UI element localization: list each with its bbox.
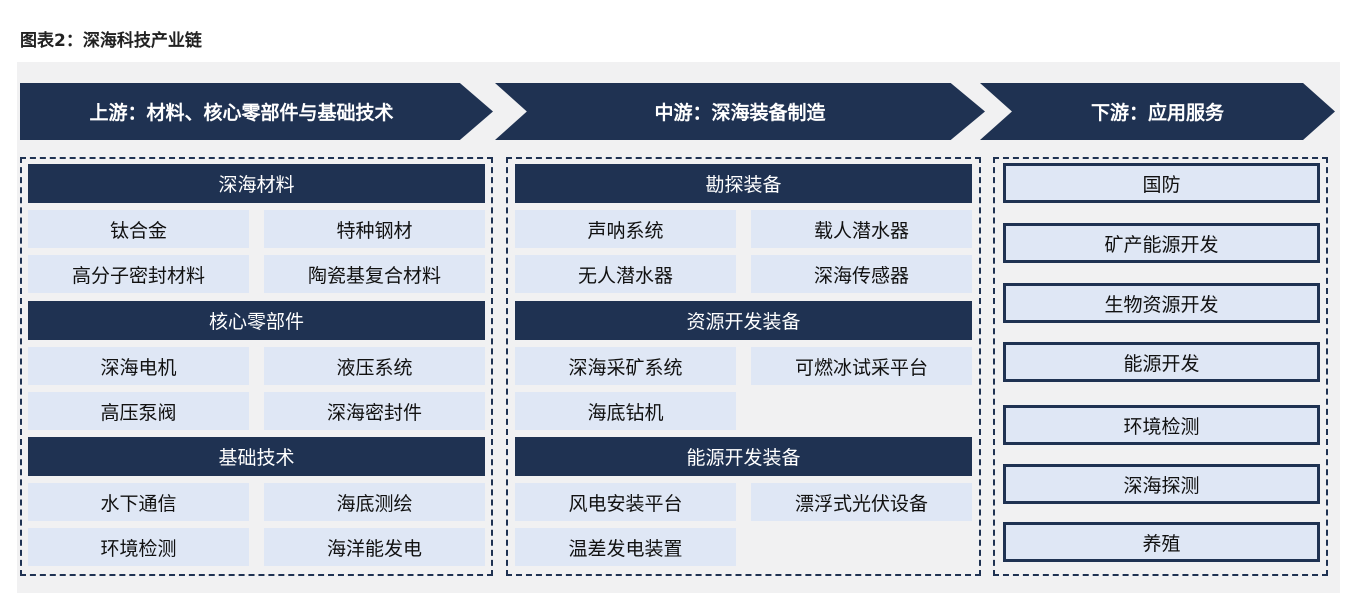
downstream-item: 环境检测: [1003, 405, 1320, 445]
midstream-item: 载人潜水器: [751, 210, 972, 248]
midstream-item: 深海传感器: [751, 255, 972, 293]
upstream-item: 海底测绘: [264, 483, 485, 521]
midstream-item: 无人潜水器: [515, 255, 736, 293]
upstream-item: 陶瓷基复合材料: [264, 255, 485, 293]
midstream-item: 声呐系统: [515, 210, 736, 248]
downstream-group: [993, 157, 1328, 576]
upstream-item: 高分子密封材料: [28, 255, 249, 293]
midstream-item: 深海采矿系统: [515, 347, 736, 385]
upstream-section-header: 深海材料: [28, 164, 485, 203]
downstream-item: 养殖: [1003, 522, 1320, 562]
midstream-item: 海底钻机: [515, 392, 736, 430]
downstream-item: 生物资源开发: [1003, 283, 1320, 323]
upstream-item: 环境检测: [28, 528, 249, 566]
upstream-group: [20, 157, 493, 576]
midstream-item: 漂浮式光伏设备: [751, 483, 972, 521]
upstream-section-header: 基础技术: [28, 437, 485, 476]
midstream-section-header: 勘探装备: [515, 164, 972, 203]
stage-arrow-upstream: 上游：材料、核心零部件与基础技术: [20, 83, 493, 140]
midstream-item: 可燃冰试采平台: [751, 347, 972, 385]
downstream-item: 矿产能源开发: [1003, 223, 1320, 263]
upstream-item: 液压系统: [264, 347, 485, 385]
midstream-section-header: 能源开发装备: [515, 437, 972, 476]
downstream-item: 深海探测: [1003, 464, 1320, 504]
upstream-item: 水下通信: [28, 483, 249, 521]
midstream-group: [506, 157, 981, 576]
midstream-item: 风电安装平台: [515, 483, 736, 521]
midstream-item: 温差发电装置: [515, 528, 736, 566]
midstream-section-header: 资源开发装备: [515, 301, 972, 340]
stage-arrow-downstream: 下游：应用服务: [980, 83, 1335, 140]
figure-title: 图表2：深海科技产业链: [20, 31, 202, 51]
downstream-item: 能源开发: [1003, 342, 1320, 382]
upstream-item: 深海电机: [28, 347, 249, 385]
upstream-item: 钛合金: [28, 210, 249, 248]
upstream-item: 特种钢材: [264, 210, 485, 248]
upstream-item: 深海密封件: [264, 392, 485, 430]
stage-arrow-midstream: 中游：深海装备制造: [495, 83, 985, 140]
downstream-item: 国防: [1003, 163, 1320, 203]
upstream-section-header: 核心零部件: [28, 301, 485, 340]
upstream-item: 高压泵阀: [28, 392, 249, 430]
upstream-item: 海洋能发电: [264, 528, 485, 566]
